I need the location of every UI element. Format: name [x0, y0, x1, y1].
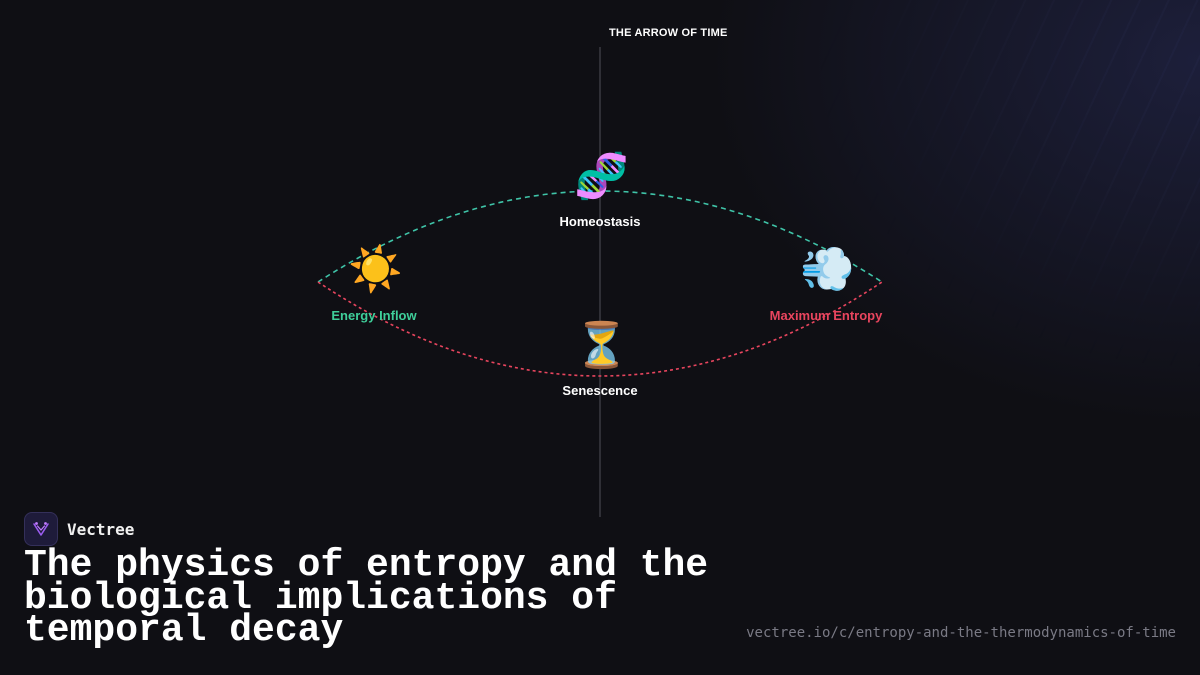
article-url[interactable]: vectree.io/c/entropy-and-the-thermodynam… — [746, 625, 1176, 641]
node-label-maximum-entropy: Maximum Entropy — [769, 308, 883, 323]
wind-puff-icon: 💨 — [800, 244, 855, 295]
dna-icon: 🧬 — [574, 151, 629, 202]
page-headline: The physics of entropy and the biologica… — [24, 544, 709, 652]
diagram-title: THE ARROW OF TIME — [609, 27, 728, 39]
hourglass-icon: ⏳ — [574, 320, 629, 371]
lower-arc-decay — [317, 281, 883, 377]
sun-icon: ☀️ — [348, 244, 403, 295]
upper-arc-energy-to-entropy — [317, 190, 883, 283]
vectree-logo-icon — [24, 512, 58, 546]
node-label-senescence: Senescence — [562, 383, 638, 398]
background-rays — [680, 0, 1200, 560]
brand-name: Vectree — [67, 519, 135, 539]
brand[interactable]: Vectree — [24, 512, 134, 546]
node-label-energy-inflow: Energy Inflow — [331, 308, 417, 323]
node-label-homeostasis: Homeostasis — [559, 214, 641, 229]
